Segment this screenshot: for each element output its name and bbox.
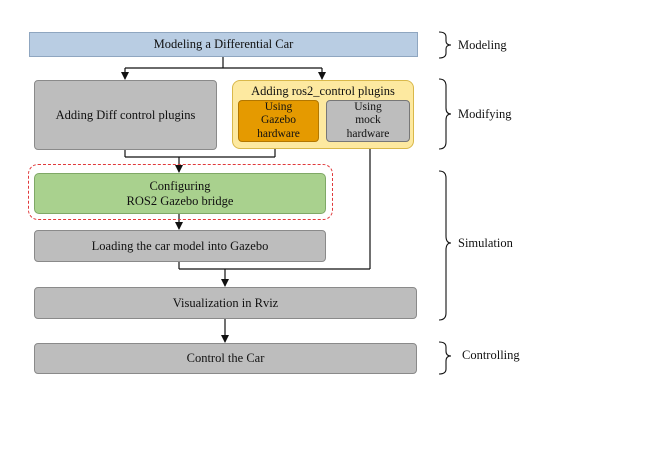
- control-label: Control the Car: [186, 351, 265, 366]
- gazebo-hardware-block: Using Gazebo hardware: [238, 100, 319, 142]
- bridge-label: Configuring ROS2 Gazebo bridge: [126, 179, 234, 208]
- modeling-block: Modeling a Differential Car: [29, 32, 418, 57]
- brace-modeling: [438, 31, 452, 59]
- brace-controlling: [438, 341, 452, 375]
- diff-plugins-label: Adding Diff control plugins: [55, 107, 196, 122]
- mock-hardware-label: Using mock hardware: [346, 101, 390, 140]
- modeling-split-connector: [121, 57, 326, 80]
- bypass-to-rviz-connector: [178, 142, 371, 287]
- ros2-control-label: Adding ros2_control plugins: [251, 84, 395, 98]
- phase-label-modeling: Modeling: [458, 38, 507, 52]
- brace-simulation: [438, 170, 452, 321]
- rviz-label: Visualization in Rviz: [172, 295, 279, 310]
- phase-label-modifying: Modifying: [458, 107, 512, 121]
- phase-braces: [438, 31, 452, 375]
- control-block: Control the Car: [34, 343, 417, 374]
- bridge-block: Configuring ROS2 Gazebo bridge: [34, 173, 326, 214]
- rviz-block: Visualization in Rviz: [34, 287, 417, 319]
- bridge-highlight-frame: [28, 164, 333, 220]
- modeling-block-label: Modeling a Differential Car: [153, 37, 294, 52]
- gazebo-hardware-label: Using Gazebo hardware: [257, 101, 300, 140]
- loading-label: Loading the car model into Gazebo: [91, 238, 269, 253]
- phase-label-controlling: Controlling: [462, 348, 520, 362]
- diff-plugins-block: Adding Diff control plugins: [34, 80, 217, 150]
- mock-hardware-block: Using mock hardware: [326, 100, 410, 142]
- loading-block: Loading the car model into Gazebo: [34, 230, 326, 262]
- brace-modifying: [438, 78, 452, 150]
- phase-label-simulation: Simulation: [458, 236, 513, 250]
